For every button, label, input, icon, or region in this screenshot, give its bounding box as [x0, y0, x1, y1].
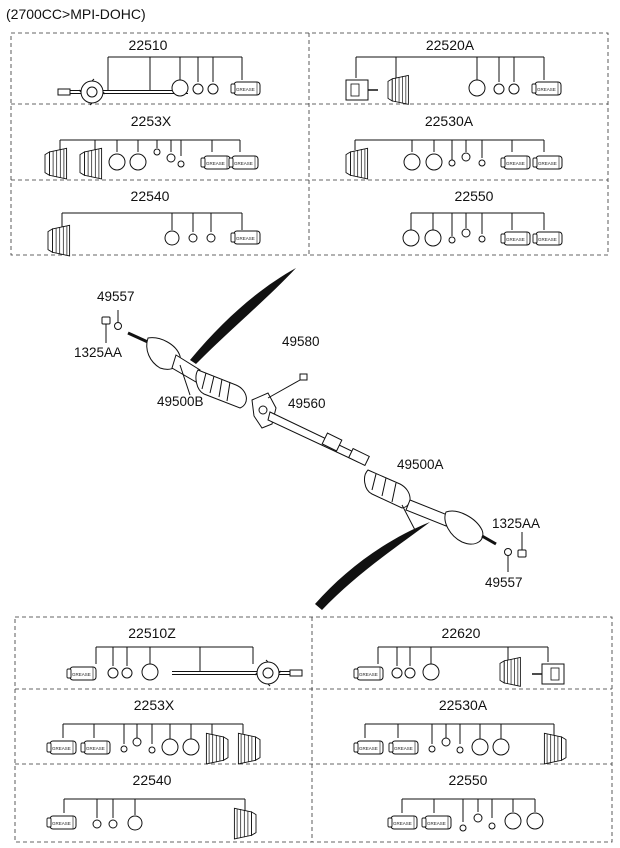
callout-washer-top: 1325AA — [74, 345, 123, 360]
kit-bottom-22620-label: 22620 — [441, 625, 481, 641]
kit-top-2253x-label: 2253X — [130, 113, 172, 129]
kit-top-22530a-label: 22530A — [424, 113, 474, 129]
kit-top-22510-label: 22510 — [128, 37, 168, 53]
callout-shaft-right: 49500A — [397, 457, 444, 472]
svg-text:GREASE: GREASE — [52, 746, 71, 751]
svg-text:GREASE: GREASE — [359, 672, 378, 677]
callout-bearing-bracket: 49560 — [288, 396, 326, 411]
svg-text:GREASE: GREASE — [236, 236, 255, 241]
svg-text:GREASE: GREASE — [538, 161, 557, 166]
callout-bolt: 49580 — [282, 334, 320, 349]
svg-text:GREASE: GREASE — [206, 161, 225, 166]
callout-shaft-left: 49500B — [157, 394, 204, 409]
callout-nut-top: 49557 — [97, 289, 135, 304]
svg-text:GREASE: GREASE — [72, 672, 91, 677]
svg-text:GREASE: GREASE — [359, 746, 378, 751]
svg-text:GREASE: GREASE — [236, 87, 255, 92]
kit-top-22540-label: 22540 — [130, 188, 170, 204]
kit-bottom-22510z-label: 22510Z — [128, 625, 176, 641]
kit-bottom-22550-label: 22550 — [448, 772, 488, 788]
svg-text:GREASE: GREASE — [427, 821, 446, 826]
kit-bottom-2253x-label: 2253X — [133, 697, 175, 713]
kit-top-22550-label: 22550 — [454, 188, 494, 204]
svg-text:GREASE: GREASE — [537, 87, 556, 92]
svg-text:GREASE: GREASE — [506, 161, 525, 166]
kit-bottom-22530a-label: 22530A — [438, 697, 488, 713]
svg-text:GREASE: GREASE — [52, 821, 71, 826]
kit-bottom-22540-label: 22540 — [132, 772, 172, 788]
svg-text:GREASE: GREASE — [394, 746, 413, 751]
svg-text:GREASE: GREASE — [538, 237, 557, 242]
callout-nut-bottom: 49557 — [485, 575, 523, 590]
engine-spec-header: (2700CC>MPI-DOHC) — [6, 6, 146, 22]
svg-text:GREASE: GREASE — [506, 237, 525, 242]
callout-washer-bottom: 1325AA — [492, 516, 541, 531]
svg-text:GREASE: GREASE — [234, 161, 253, 166]
kit-top-22520a-label: 22520A — [425, 37, 475, 53]
svg-text:GREASE: GREASE — [393, 821, 412, 826]
svg-text:GREASE: GREASE — [86, 746, 105, 751]
